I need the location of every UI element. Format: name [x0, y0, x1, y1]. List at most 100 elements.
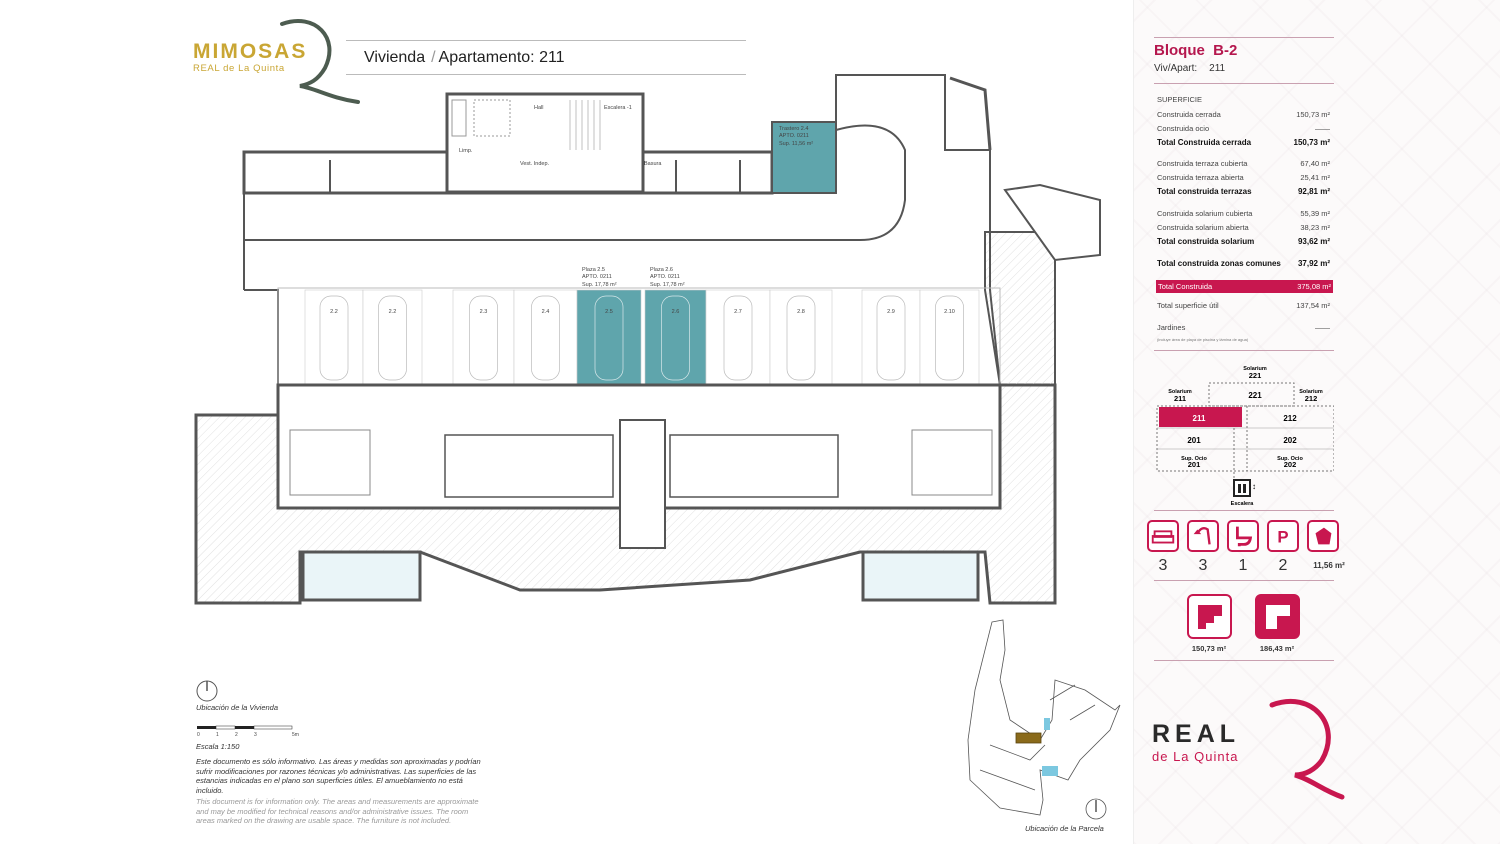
svg-text:↕: ↕ [1252, 482, 1256, 491]
shower-icon [1187, 520, 1219, 552]
brand-name: MIMOSAS [193, 40, 308, 63]
surface-label: Construida terraza cubierta [1157, 159, 1248, 168]
logo-q-mark [1269, 698, 1345, 800]
surface-value: 67,40 m² [1300, 159, 1330, 168]
scale-tick: 2 [235, 732, 238, 738]
parking-number: 2.10 [944, 309, 955, 315]
parking-space: 2.10 [919, 289, 980, 386]
room-label-hall: Hall [534, 105, 543, 111]
apartment-id: Viv/Apart:211 [1154, 63, 1225, 74]
shaft [451, 99, 467, 137]
logo-sub-text: de La Quinta [1152, 749, 1239, 764]
surface-label: Construida ocio [1157, 124, 1210, 133]
feature-count: 3 [1158, 557, 1168, 574]
trastero-apto: APTO. 0211 [779, 133, 809, 139]
built-area-value: 150,73 m² [1191, 644, 1227, 653]
parking-number: 2.9 [887, 309, 895, 315]
unit-221: 221 [1248, 391, 1262, 400]
trastero-area: Sup. 11,56 m² [779, 141, 813, 147]
surface-label: Total Construida cerrada [1157, 138, 1252, 147]
surface-value: 25,41 m² [1300, 173, 1330, 182]
parking-number: 2.8 [797, 309, 805, 315]
parking-number: 2.2 [330, 309, 338, 315]
surface-value: 137,54 m² [1296, 301, 1330, 310]
toilet-icon [1227, 520, 1259, 552]
location-caption: Ubicación de la Vivienda [196, 703, 278, 712]
central-stair [619, 419, 666, 549]
parking-bay [513, 289, 578, 386]
parking-number: 2.2 [389, 309, 397, 315]
storage-icon [1307, 520, 1339, 552]
unit-211: 211 [1193, 414, 1206, 423]
solarium-221-label: Solarium [1243, 366, 1267, 372]
room-label-limp: Limp. [459, 148, 473, 154]
parking-bay [705, 289, 771, 386]
surface-label: Total superficie útil [1157, 301, 1219, 310]
scale-tick: 5m [292, 732, 299, 738]
parking-number: 2.3 [480, 309, 488, 315]
car-icon [661, 295, 690, 381]
solarium-212-num: 212 [1305, 394, 1318, 403]
surface-value: 375,08 m² [1297, 282, 1331, 291]
escalera-label: Escalera [1231, 501, 1255, 507]
car-icon [723, 295, 753, 381]
parking-space: 2.3 [452, 289, 515, 386]
lift [473, 99, 511, 137]
surface-value: 37,92 m² [1297, 259, 1330, 268]
parking-number: 2.5 [605, 309, 613, 315]
parcel-location-map [967, 619, 1121, 820]
parking-number: 2.4 [542, 309, 550, 315]
pool-left [301, 550, 422, 602]
scale-bar [197, 725, 293, 730]
car-icon [469, 295, 498, 381]
parking-bay [362, 289, 423, 386]
parking-bay [919, 289, 980, 386]
room-label-basura: Basura [644, 161, 662, 167]
surface-value: 92,81 m² [1297, 187, 1330, 196]
ocio-201-num: 201 [1188, 460, 1201, 469]
car-icon [935, 295, 964, 381]
unit-202: 202 [1283, 436, 1297, 445]
parking-bay [452, 289, 515, 386]
plaza-2-5-label: Plaza 2.5 [582, 267, 605, 273]
parking-space: 2.4 [513, 289, 578, 386]
ocio-202-num: 202 [1284, 460, 1297, 469]
car-icon [594, 295, 624, 381]
plaza-2-6-apto: APTO. 0211 [650, 274, 680, 280]
parking-bay [644, 289, 707, 386]
ramp-wall [949, 76, 992, 151]
plaza-2-5-apto: APTO. 0211 [582, 274, 612, 280]
ramp-area [984, 231, 1056, 386]
surface-label: Jardines [1157, 323, 1186, 332]
title-apartamento: Apartamento: [438, 49, 535, 66]
parking-space: 2.2 [362, 289, 423, 386]
unit-212: 212 [1283, 414, 1297, 423]
total-area-icon [1255, 594, 1300, 639]
superficie-heading: SUPERFICIE [1157, 95, 1203, 104]
parking-bay [769, 289, 833, 386]
viv-label: Viv/Apart: [1154, 63, 1198, 74]
surface-value: 38,23 m² [1300, 223, 1330, 232]
room-label-vest: Vest. Indep. [520, 161, 550, 167]
apartment-number: 211 [539, 49, 565, 66]
scale-tick: 1 [216, 732, 219, 738]
solarium-221-num: 221 [1249, 371, 1262, 380]
title-vivienda: Vivienda [364, 49, 426, 66]
trastero-highlight [771, 121, 837, 194]
parking-bay [304, 289, 364, 386]
jardines-note: (incluye área de playa de piscina y lámi… [1157, 337, 1249, 342]
ocio-201-label: Sup. Ocio [1181, 456, 1207, 462]
parking-space: 2.6 [644, 289, 707, 386]
surface-label: Total construida solarium [1157, 237, 1255, 246]
car-icon [378, 295, 407, 381]
title-separator: / [431, 49, 436, 66]
logo-main-text: REAL [1152, 720, 1241, 748]
parcel-caption: Ubicación de la Parcela [1025, 824, 1104, 833]
parking-space: 2.7 [705, 289, 771, 386]
